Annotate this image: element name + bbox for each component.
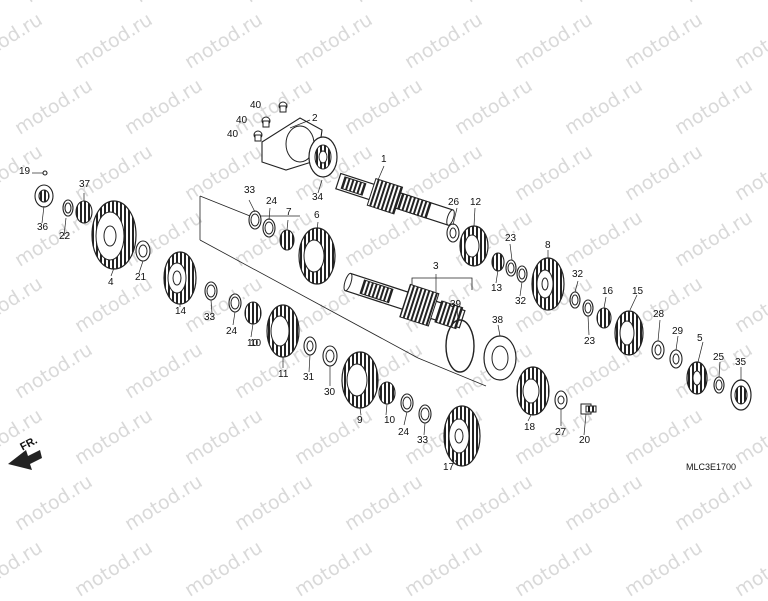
- callout-number: 12: [470, 197, 482, 208]
- callout-number: 39: [450, 299, 462, 310]
- gear-11: [266, 304, 300, 358]
- bearing-34: [308, 136, 338, 178]
- callout-number: 26: [448, 197, 460, 208]
- callout-number: 14: [175, 306, 187, 317]
- callout-number: 24: [398, 427, 410, 438]
- callout-number: 1: [381, 154, 387, 165]
- callout-number: 32: [515, 296, 527, 307]
- callout-number: 32: [572, 269, 584, 280]
- bushing-10a: [244, 301, 262, 325]
- callout-number: 21: [135, 272, 147, 283]
- callout-number: 3: [433, 261, 439, 272]
- callout-number: 4: [108, 277, 114, 288]
- callout-number: 40: [227, 129, 239, 140]
- transmission-exploded-view: [8, 101, 752, 470]
- callout-number: 40: [236, 115, 248, 126]
- callout-number: 8: [545, 240, 551, 251]
- callout-number: 38: [492, 315, 504, 326]
- callout-number: 17: [443, 462, 455, 473]
- gear-17: [443, 405, 481, 467]
- callout-number: 13: [491, 283, 503, 294]
- gear-15: [614, 310, 644, 356]
- parts-left: [34, 170, 93, 224]
- callout-number: 28: [653, 309, 665, 320]
- gear-14: [163, 251, 197, 305]
- front-arrow-icon: [8, 450, 42, 470]
- callout-number: 2: [312, 113, 318, 124]
- callout-number: 33: [244, 185, 256, 196]
- mainshaft: [335, 172, 455, 226]
- gear-12: [459, 225, 489, 267]
- callout-number: 5: [697, 333, 703, 344]
- bearing-holder-plate: [261, 117, 323, 171]
- callout-number: 24: [266, 196, 278, 207]
- gear-6: [298, 227, 336, 285]
- callout-number: 10: [250, 338, 262, 349]
- callout-number: 30: [324, 387, 336, 398]
- countershaft: [343, 272, 466, 330]
- callout-number: 27: [555, 427, 567, 438]
- callout-number: 34: [312, 192, 324, 203]
- callout-number: 6: [314, 210, 320, 221]
- callout-number: 24: [226, 326, 238, 337]
- callout-number: 33: [204, 312, 216, 323]
- gear-8: [531, 257, 565, 311]
- gear-9: [341, 351, 379, 409]
- callout-number: 10: [384, 415, 396, 426]
- callout-number: 18: [524, 422, 536, 433]
- callout-number: 22: [59, 231, 71, 242]
- callout-number: 37: [79, 179, 91, 190]
- group-outline: [199, 195, 487, 387]
- callout-number: 40: [250, 100, 262, 111]
- callout-number: 16: [602, 286, 614, 297]
- callout-number: 23: [584, 336, 596, 347]
- callout-number: 23: [505, 233, 517, 244]
- callout-number: 7: [286, 207, 292, 218]
- gear-4: [91, 200, 137, 270]
- callout-number: 9: [357, 415, 363, 426]
- callout-number: 29: [672, 326, 684, 337]
- callout-number: 36: [37, 222, 49, 233]
- gear-5: [686, 361, 708, 395]
- callout-number: 10: [247, 338, 259, 349]
- diagram-code: MLC3E1700: [686, 462, 737, 472]
- bolts-40: [253, 101, 288, 142]
- callout-number: 15: [632, 286, 644, 297]
- callout-number: 35: [735, 357, 747, 368]
- callout-number: 33: [417, 435, 429, 446]
- callout-number: 31: [303, 372, 315, 383]
- callout-number: 25: [713, 352, 725, 363]
- callout-number: 20: [579, 435, 591, 446]
- sprocket-18: [516, 366, 550, 416]
- callout-number: 19: [19, 166, 31, 177]
- callout-number: 11: [278, 369, 289, 380]
